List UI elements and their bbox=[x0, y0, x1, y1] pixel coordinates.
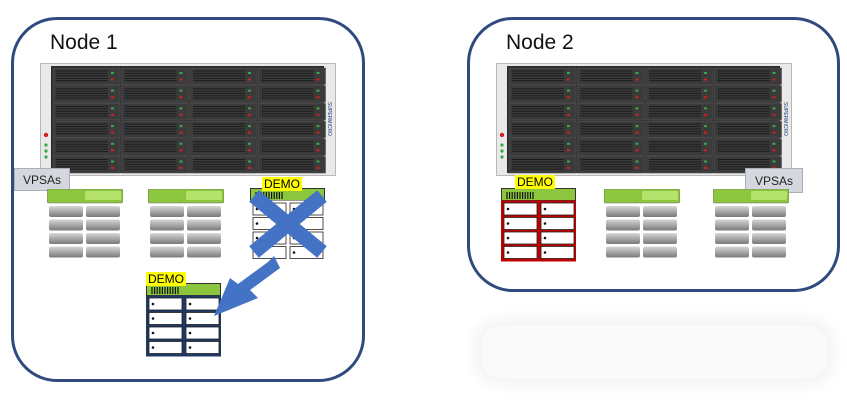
server-brand-text: SUPERMICRO bbox=[782, 102, 788, 136]
drive-bays bbox=[52, 67, 326, 174]
drive-bays bbox=[508, 67, 782, 174]
node-2-demo-vpsa bbox=[501, 188, 577, 262]
node-2-title: Node 2 bbox=[506, 31, 574, 54]
vpsa-icon bbox=[604, 189, 680, 258]
vpsa-icon bbox=[148, 189, 224, 258]
migration-arrow-icon bbox=[214, 256, 280, 316]
server-chassis-image: SUPERMICRO bbox=[40, 63, 336, 176]
blurred-placeholder-shape bbox=[482, 326, 827, 378]
server-chassis-image: SUPERMICRO bbox=[496, 63, 792, 176]
remove-x-icon bbox=[249, 190, 327, 258]
node-2-vpsa-2 bbox=[604, 189, 680, 261]
server-brand-text: SUPERMICRO bbox=[326, 102, 332, 136]
vpsa-icon bbox=[501, 188, 576, 262]
vpsa-icon bbox=[146, 283, 221, 357]
node-2-server-chassis: SUPERMICRO bbox=[496, 63, 792, 176]
node-2-demo-label: DEMO bbox=[515, 175, 555, 189]
node-1-vpsa-1 bbox=[47, 189, 123, 261]
node-1-title: Node 1 bbox=[50, 31, 118, 54]
node-1-vpsa-2 bbox=[148, 189, 224, 261]
node-1-demo-label: DEMO bbox=[262, 177, 302, 191]
node-1-server-chassis: SUPERMICRO bbox=[40, 63, 336, 176]
node-2-vpsa-3 bbox=[713, 189, 789, 261]
node-1-migrated-demo-label: DEMO bbox=[146, 272, 186, 286]
node-1-vpsas-label: VPSAs bbox=[14, 168, 70, 191]
vpsa-icon bbox=[47, 189, 123, 258]
vpsa-icon bbox=[713, 189, 789, 258]
node-1-migrated-demo-vpsa bbox=[146, 283, 222, 357]
